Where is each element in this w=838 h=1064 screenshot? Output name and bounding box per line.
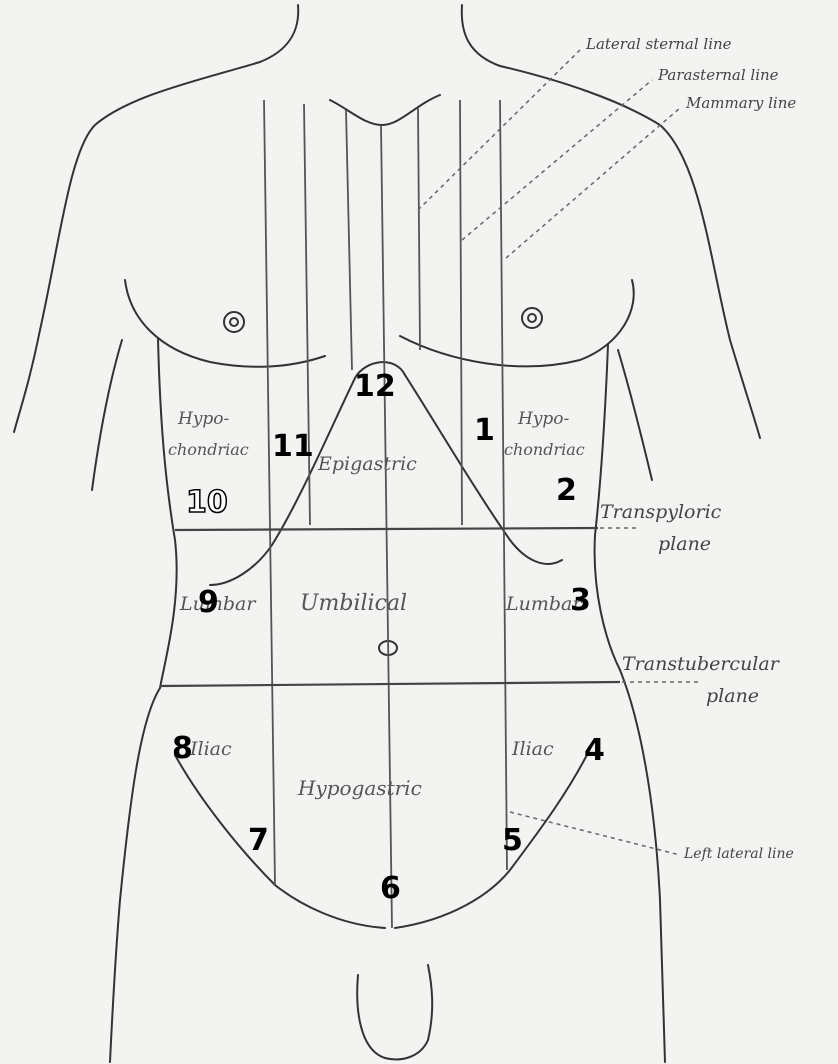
region-iliac-right: Iliac bbox=[189, 738, 232, 760]
label-transtubercular-2: plane bbox=[706, 685, 759, 707]
marker-1: 1 bbox=[474, 413, 495, 448]
genital-outline bbox=[357, 965, 432, 1059]
marker-12: 12 bbox=[354, 369, 396, 404]
marker-2: 2 bbox=[556, 473, 577, 508]
nipple-left-center bbox=[528, 314, 536, 322]
shoulder-right-body bbox=[14, 62, 260, 432]
shoulder-left-body bbox=[500, 66, 760, 438]
marker-7: 7 bbox=[248, 823, 269, 858]
label-transtubercular-1: Transtubercular bbox=[622, 653, 781, 675]
marker-9: 9 bbox=[198, 585, 219, 620]
line-labels: Lateral sternal line Parasternal line Ma… bbox=[585, 35, 796, 862]
hip-right bbox=[110, 688, 160, 1062]
parasternal-leader bbox=[462, 80, 652, 240]
transpyloric-plane-line bbox=[175, 528, 598, 530]
median-line bbox=[381, 125, 392, 928]
region-hypochondriac-right-1: Hypo- bbox=[177, 409, 230, 429]
left-lateral-line bbox=[500, 100, 507, 870]
arm-inner-left bbox=[618, 350, 652, 480]
region-epigastric: Epigastric bbox=[317, 453, 417, 475]
region-hypogastric: Hypogastric bbox=[297, 776, 422, 800]
left-mammary-line bbox=[460, 100, 462, 525]
nipple-right-center bbox=[230, 318, 238, 326]
label-transpyloric-2: plane bbox=[658, 533, 711, 555]
region-umbilical: Umbilical bbox=[300, 591, 407, 616]
marker-5: 5 bbox=[502, 823, 523, 858]
costal-margin-right bbox=[210, 378, 355, 585]
pectoral-left bbox=[400, 280, 634, 366]
region-hypochondriac-right-2: chondriac bbox=[168, 440, 249, 459]
flank-right bbox=[158, 338, 177, 688]
marker-11: 11 bbox=[272, 429, 314, 464]
reference-lines bbox=[160, 100, 620, 928]
inguinal-left bbox=[395, 745, 592, 928]
region-iliac-left: Iliac bbox=[511, 738, 554, 760]
region-labels: Hypo- chondriac Hypo- chondriac Epigastr… bbox=[168, 409, 585, 800]
lateral-sternal-leader bbox=[418, 50, 580, 210]
arm-inner-right bbox=[92, 340, 122, 490]
label-transpyloric-1: Transpyloric bbox=[600, 501, 722, 523]
marker-3: 3 bbox=[570, 583, 591, 618]
right-parasternal-line bbox=[346, 110, 352, 370]
marker-8: 8 bbox=[172, 731, 193, 766]
label-mammary-line: Mammary line bbox=[685, 94, 796, 112]
label-left-lateral-line: Left lateral line bbox=[683, 846, 794, 862]
marker-6: 6 bbox=[380, 871, 401, 906]
nipple-left bbox=[522, 308, 542, 328]
left-parasternal-line bbox=[418, 108, 420, 350]
costal-margin-left bbox=[405, 375, 562, 564]
label-parasternal-line: Parasternal line bbox=[657, 66, 779, 84]
neck-left bbox=[260, 5, 298, 62]
transtubercular-plane-line bbox=[160, 682, 620, 686]
region-hypochondriac-left-1: Hypo- bbox=[517, 409, 570, 429]
right-lateral-line bbox=[264, 100, 275, 885]
label-lateral-sternal-line: Lateral sternal line bbox=[585, 35, 732, 53]
neck-right bbox=[462, 5, 500, 66]
marker-4: 4 bbox=[584, 733, 605, 768]
hip-left bbox=[620, 670, 665, 1062]
nipple-right bbox=[224, 312, 244, 332]
marker-10: 10 bbox=[186, 485, 228, 520]
region-hypochondriac-left-2: chondriac bbox=[504, 440, 585, 459]
